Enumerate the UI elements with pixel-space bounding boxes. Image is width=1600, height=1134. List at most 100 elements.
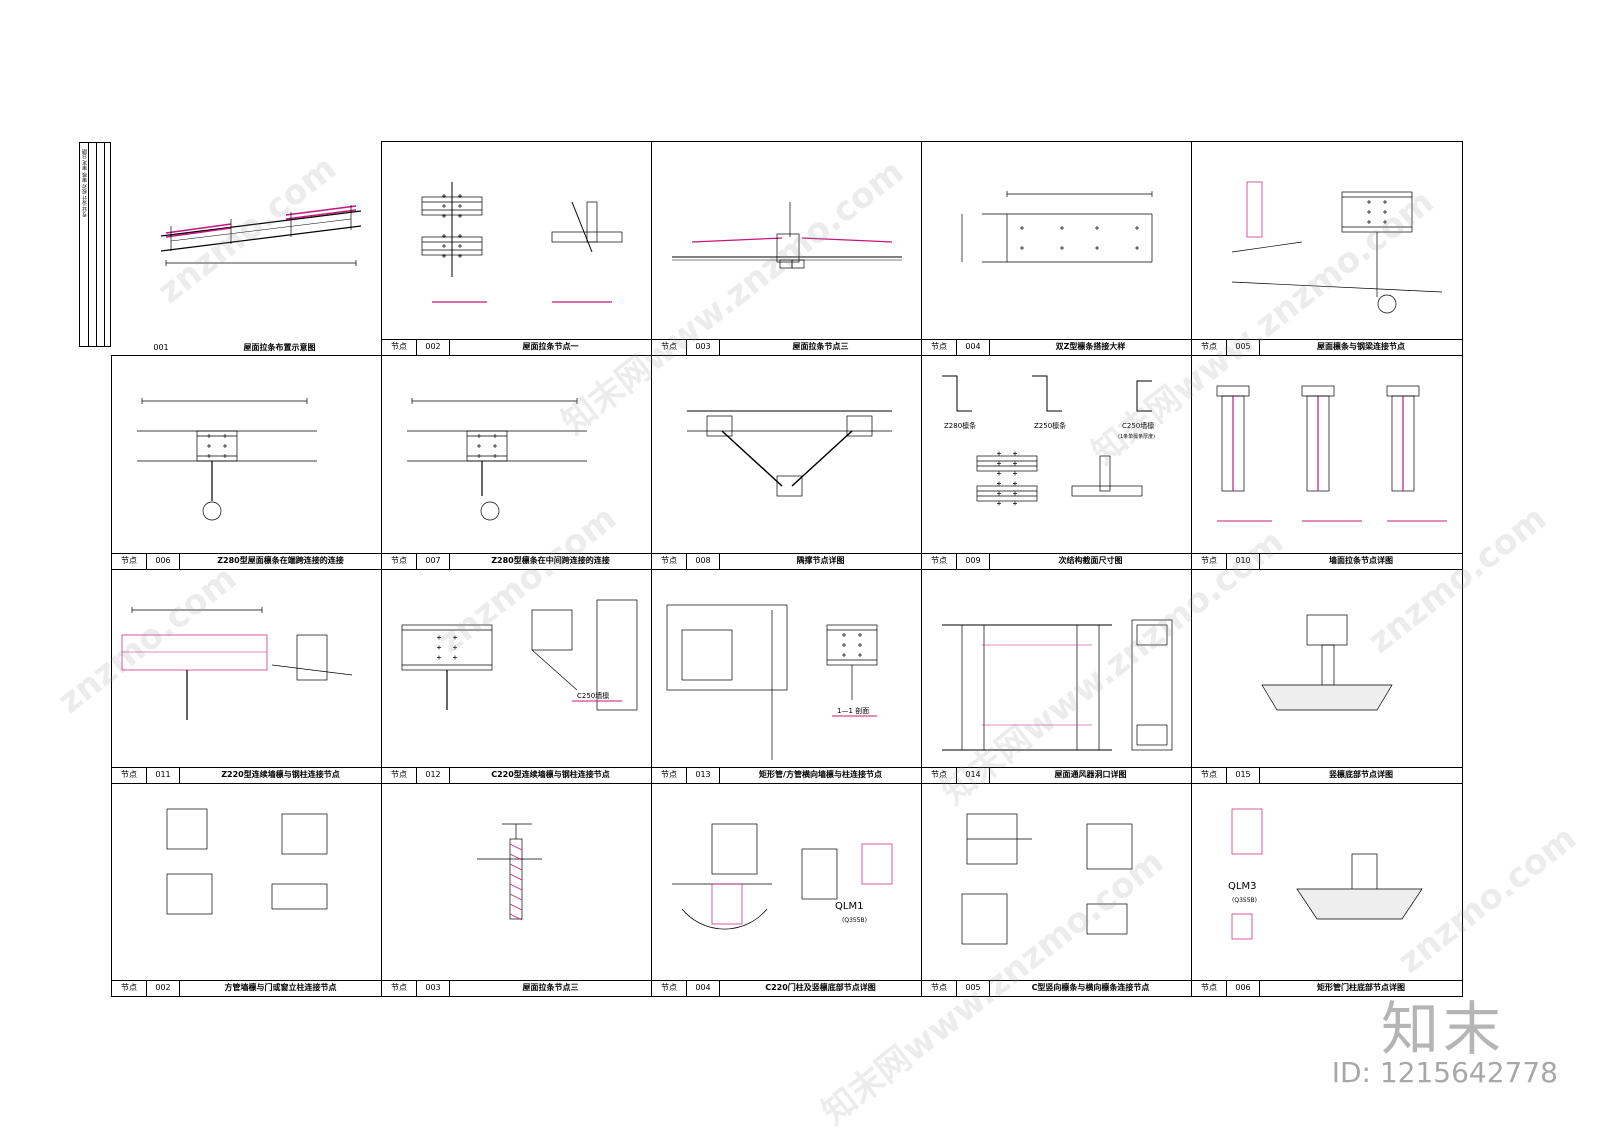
detail-title: C型竖向檩条与横向檩条连接节点 [1031, 983, 1150, 992]
detail-number: 002 [147, 981, 180, 996]
detail-number: 012 [417, 768, 450, 783]
detail-number: 004 [957, 340, 990, 355]
detail-number: 001 [153, 343, 169, 352]
detail-title: 屋面拉条节点三 [522, 983, 579, 992]
detail-drawing: QLM1 (Q355B) [672, 823, 893, 930]
section-sub-label: (1条单檩条厚度) [1118, 433, 1155, 440]
detail-title: 双Z型檩条搭接大样 [1055, 342, 1126, 351]
detail-drawing [137, 398, 317, 521]
detail-number: 003 [687, 340, 720, 355]
detail-number: 002 [417, 340, 450, 355]
title-label: 节点 [922, 340, 957, 355]
detail-drawing [407, 398, 587, 521]
title-label: 节点 [382, 981, 417, 996]
drawing-sidebar: 专业 设计 校对 审核 审定 日期 [79, 142, 111, 347]
detail-title: 方管墙檩与门或窗立柱连接节点 [224, 983, 337, 992]
detail-number: 008 [687, 554, 720, 569]
detail-title: Z280型屋面檩条在端跨连接的连接 [217, 556, 344, 565]
detail-title: 竖檩底部节点详图 [1329, 770, 1393, 779]
detail-number: 005 [1227, 340, 1260, 355]
detail-number: 011 [147, 768, 180, 783]
detail-number: 014 [957, 768, 990, 783]
detail-title: 次结构截面尺寸图 [1058, 556, 1123, 565]
section-label-c250: C250墙檩 [577, 691, 609, 700]
detail-number: 006 [1227, 981, 1260, 996]
detail-title: 屋面拉条节点一 [522, 342, 579, 351]
detail-drawing [1231, 181, 1443, 314]
detail-drawing: C250墙檩 [401, 599, 638, 711]
title-label: 节点 [112, 981, 147, 996]
detail-number: 013 [687, 768, 720, 783]
title-label: 节点 [652, 340, 687, 355]
detail-drawing [1261, 614, 1393, 711]
detail-drawing [166, 808, 328, 915]
title-label: 节点 [652, 768, 687, 783]
title-label: 节点 [922, 981, 957, 996]
detail-title: Z220型连续墙檩与钢柱连接节点 [221, 770, 340, 779]
part-sub-label: (Q355B) [842, 917, 867, 924]
detail-number: 005 [957, 981, 990, 996]
detail-drawing [672, 202, 902, 269]
detail-title: 屋面檩条与钢梁连接节点 [1317, 342, 1405, 351]
part-label-qlm1: QLM1 [835, 901, 863, 912]
detail-number: 006 [147, 554, 180, 569]
title-label: 节点 [1192, 768, 1227, 783]
title-label: 节点 [382, 554, 417, 569]
section-label-z250: Z250檩条 [1034, 421, 1066, 430]
title-label: 节点 [922, 768, 957, 783]
detail-number: 003 [417, 981, 450, 996]
detail-number: 010 [1227, 554, 1260, 569]
detail-title: C220门柱及竖檩底部节点详图 [765, 983, 876, 992]
detail-number: 004 [687, 981, 720, 996]
part-label-qlm3: QLM3 [1228, 881, 1256, 892]
title-label: 节点 [112, 554, 147, 569]
detail-title: 屋面拉条节点三 [792, 342, 849, 351]
detail-title: 隅撑节点详图 [796, 556, 845, 565]
detail-drawing [1216, 385, 1447, 522]
title-label: 节点 [1192, 340, 1227, 355]
detail-title: 墙面拉条节点详图 [1329, 556, 1393, 565]
title-label: 节点 [382, 340, 417, 355]
title-label: 节点 [1192, 554, 1227, 569]
section-title: 1—1 剖面 [837, 706, 869, 715]
part-sub-label: (Q355B) [1232, 897, 1257, 904]
detail-number: 009 [957, 554, 990, 569]
detail-drawing [121, 607, 353, 720]
detail-number: 015 [1227, 768, 1260, 783]
detail-drawing [160, 205, 362, 266]
watermark-id: ID: 1215642778 [1331, 1056, 1558, 1089]
title-label: 节点 [652, 981, 687, 996]
